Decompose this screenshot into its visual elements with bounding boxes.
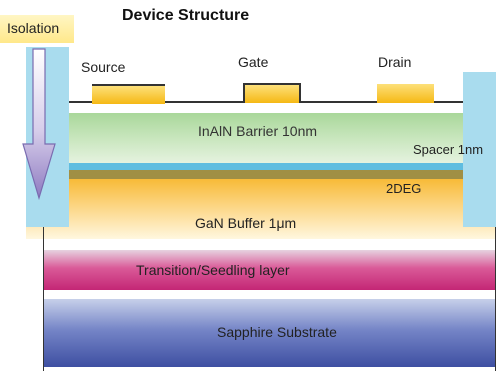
source-contact (92, 84, 165, 104)
isolation-label: Isolation (7, 20, 60, 36)
gate-contact (243, 83, 301, 103)
barrier-layer (26, 113, 496, 163)
substrate-edge-left (43, 227, 44, 371)
down-arrow-icon (22, 48, 56, 200)
gan-buffer-layer (26, 177, 496, 239)
transition-layer (43, 250, 496, 290)
diagram-title: Device Structure (122, 7, 250, 24)
gate-label: Gate (238, 54, 269, 70)
transition-label: Transition/Seedling layer (136, 262, 290, 278)
drain-contact (377, 84, 434, 103)
buffer-label: GaN Buffer 1μm (195, 215, 297, 231)
source-label: Source (81, 59, 126, 75)
drain-label: Drain (378, 54, 412, 70)
spacer-label: Spacer 1nm (413, 142, 484, 157)
sapphire-substrate-layer (43, 299, 496, 367)
barrier-label: InAlN Barrier 10nm (198, 123, 318, 139)
spacer-layer (26, 163, 496, 170)
2deg-layer (26, 170, 496, 179)
substrate-label: Sapphire Substrate (217, 324, 337, 340)
substrate-edge-right (495, 227, 496, 371)
isolation-badge (0, 15, 74, 43)
isolation-region-right (463, 72, 496, 227)
2deg-label: 2DEG (386, 181, 422, 196)
